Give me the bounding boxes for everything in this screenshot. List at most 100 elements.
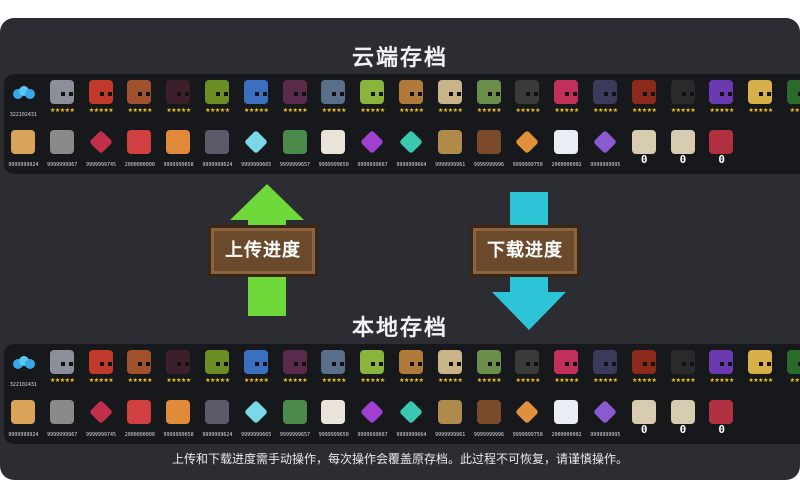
material-slot[interactable]: 9999999996 <box>470 126 509 172</box>
material-slot[interactable]: 9999999996 <box>470 396 509 442</box>
material-slot[interactable]: 9999999658 <box>159 396 198 442</box>
hero-slot[interactable]: ★★★★★ <box>276 76 315 122</box>
material-slot[interactable]: 9999999967 <box>43 396 82 442</box>
hero-slot[interactable]: ★★★★ <box>780 76 800 122</box>
hero-slot[interactable]: ★★★★★ <box>586 76 625 122</box>
hero-slot[interactable]: ★★★★★ <box>314 346 353 392</box>
hero-stars: ★★★★★ <box>631 107 657 114</box>
hero-slot[interactable]: ★★★★★ <box>392 76 431 122</box>
hero-slot[interactable]: ★★★★★ <box>702 346 741 392</box>
material-slot[interactable]: 9999999624 <box>198 396 237 442</box>
material-slot[interactable]: 9999999961 <box>431 396 470 442</box>
material-slot[interactable]: 0 <box>702 396 741 442</box>
material-slot[interactable]: 9999999995 <box>586 126 625 172</box>
hero-slot[interactable]: ★★★★ <box>780 346 800 392</box>
hero-slot[interactable]: ★★★★★ <box>237 346 276 392</box>
material-slot[interactable]: 9999999664 <box>392 126 431 172</box>
hero-slot[interactable]: ★★★★★ <box>120 76 159 122</box>
material-slot[interactable]: 9999999667 <box>353 396 392 442</box>
material-slot[interactable]: 9999999745 <box>82 396 121 442</box>
hero-slot[interactable]: ★★★★★ <box>159 76 198 122</box>
hero-slot[interactable]: ★★★★★ <box>120 346 159 392</box>
hero-slot[interactable]: ★★★★★ <box>392 346 431 392</box>
download-progress-button[interactable]: 下载进度 <box>470 225 580 277</box>
hero-portrait-icon <box>243 350 268 374</box>
material-slot[interactable]: 9999999924 <box>4 126 43 172</box>
hero-slot[interactable]: ★★★★★ <box>508 346 547 392</box>
hero-portrait-icon <box>437 350 462 374</box>
hero-slot[interactable]: ★★★★★ <box>741 76 780 122</box>
hero-stars: ★★★★ <box>789 377 800 384</box>
hero-slot[interactable]: ★★★★★ <box>43 346 82 392</box>
material-slot[interactable]: 0 <box>702 126 741 172</box>
hero-slot[interactable]: ★★★★★ <box>547 346 586 392</box>
material-slot[interactable]: 0 <box>625 126 664 172</box>
material-slot[interactable]: 2000000002 <box>547 396 586 442</box>
cyan-crystal-icon <box>243 400 268 424</box>
warning-footer: 上传和下载进度需手动操作，每次操作会覆盖原存档。此过程不可恢复，请谨慎操作。 <box>171 452 628 466</box>
material-slot[interactable]: 0 <box>664 396 703 442</box>
material-slot[interactable]: 0 <box>664 126 703 172</box>
hero-slot[interactable]: ★★★★★ <box>276 346 315 392</box>
hero-stars: ★★★★ <box>789 107 800 114</box>
material-slot[interactable]: 9999999650 <box>314 396 353 442</box>
material-count: 9999999658 <box>163 162 194 168</box>
hero-slot[interactable]: ★★★★★ <box>431 346 470 392</box>
material-slot[interactable]: 9999999995 <box>586 396 625 442</box>
hero-stars: ★★★★★ <box>205 377 230 384</box>
hero-slot[interactable]: ★★★★★ <box>741 346 780 392</box>
material-slot[interactable]: 9999999967 <box>43 126 82 172</box>
hero-slot[interactable]: ★★★★★ <box>664 346 703 392</box>
material-slot[interactable]: 9999999745 <box>82 126 121 172</box>
material-count: 9999999657 <box>279 432 311 438</box>
hero-portrait-icon <box>437 80 462 104</box>
feather-icon <box>554 400 579 424</box>
material-slot[interactable]: 2000000002 <box>547 126 586 172</box>
hero-slot[interactable]: ★★★★★ <box>508 76 547 122</box>
hero-slot[interactable]: ★★★★★ <box>625 346 664 392</box>
hero-slot[interactable]: ★★★★★ <box>198 76 237 122</box>
material-slot[interactable]: 2000000000 <box>120 396 159 442</box>
hero-slot[interactable]: ★★★★★ <box>586 346 625 392</box>
material-slot[interactable]: 0 <box>625 396 664 442</box>
hero-slot[interactable]: ★★★★★ <box>625 76 664 122</box>
hero-portrait-icon <box>515 80 540 104</box>
material-slot[interactable]: 9999999657 <box>276 126 315 172</box>
hero-slot[interactable]: ★★★★★ <box>353 76 392 122</box>
hero-slot[interactable]: ★★★★★ <box>198 346 237 392</box>
hero-stars: ★★★★★ <box>88 107 114 114</box>
hero-slot[interactable]: ★★★★★ <box>353 346 392 392</box>
material-slot[interactable]: 9999999658 <box>159 126 198 172</box>
material-slot[interactable]: 9999999624 <box>198 126 237 172</box>
hero-slot[interactable]: ★★★★★ <box>431 76 470 122</box>
hero-stars: ★★★★★ <box>166 377 191 384</box>
material-slot[interactable]: 9999999657 <box>276 396 315 442</box>
hero-slot[interactable]: ★★★★★ <box>82 76 121 122</box>
hero-slot[interactable]: ★★★★★ <box>237 76 276 122</box>
material-slot[interactable]: 2000000000 <box>120 126 159 172</box>
hero-slot[interactable]: ★★★★★ <box>702 76 741 122</box>
upload-progress-button[interactable]: 上传进度 <box>208 225 318 277</box>
hero-slot[interactable]: ★★★★★ <box>314 76 353 122</box>
material-slot[interactable]: 9999999750 <box>508 126 547 172</box>
hero-slot[interactable]: ★★★★★ <box>82 346 121 392</box>
hero-slot[interactable]: ★★★★★ <box>470 76 509 122</box>
hero-portrait-icon <box>398 80 423 104</box>
material-slot[interactable]: 9999999750 <box>508 396 547 442</box>
hero-portrait-icon <box>127 350 152 374</box>
hero-slot[interactable]: ★★★★★ <box>547 76 586 122</box>
material-slot[interactable]: 9999999961 <box>431 126 470 172</box>
material-slot[interactable]: 9999999664 <box>392 396 431 442</box>
cotton-icon <box>321 400 346 424</box>
hero-slot[interactable]: ★★★★★ <box>43 76 82 122</box>
material-slot[interactable]: 9999999665 <box>237 126 276 172</box>
hero-slot[interactable]: ★★★★★ <box>159 346 198 392</box>
material-slot[interactable]: 9999999650 <box>314 126 353 172</box>
hero-slot[interactable]: ★★★★★ <box>470 346 509 392</box>
material-slot[interactable]: 9999999924 <box>4 396 43 442</box>
material-slot[interactable]: 9999999667 <box>353 126 392 172</box>
material-count: 9999999995 <box>590 432 621 438</box>
hero-slot[interactable]: ★★★★★ <box>664 76 703 122</box>
material-slot[interactable]: 9999999665 <box>237 396 276 442</box>
